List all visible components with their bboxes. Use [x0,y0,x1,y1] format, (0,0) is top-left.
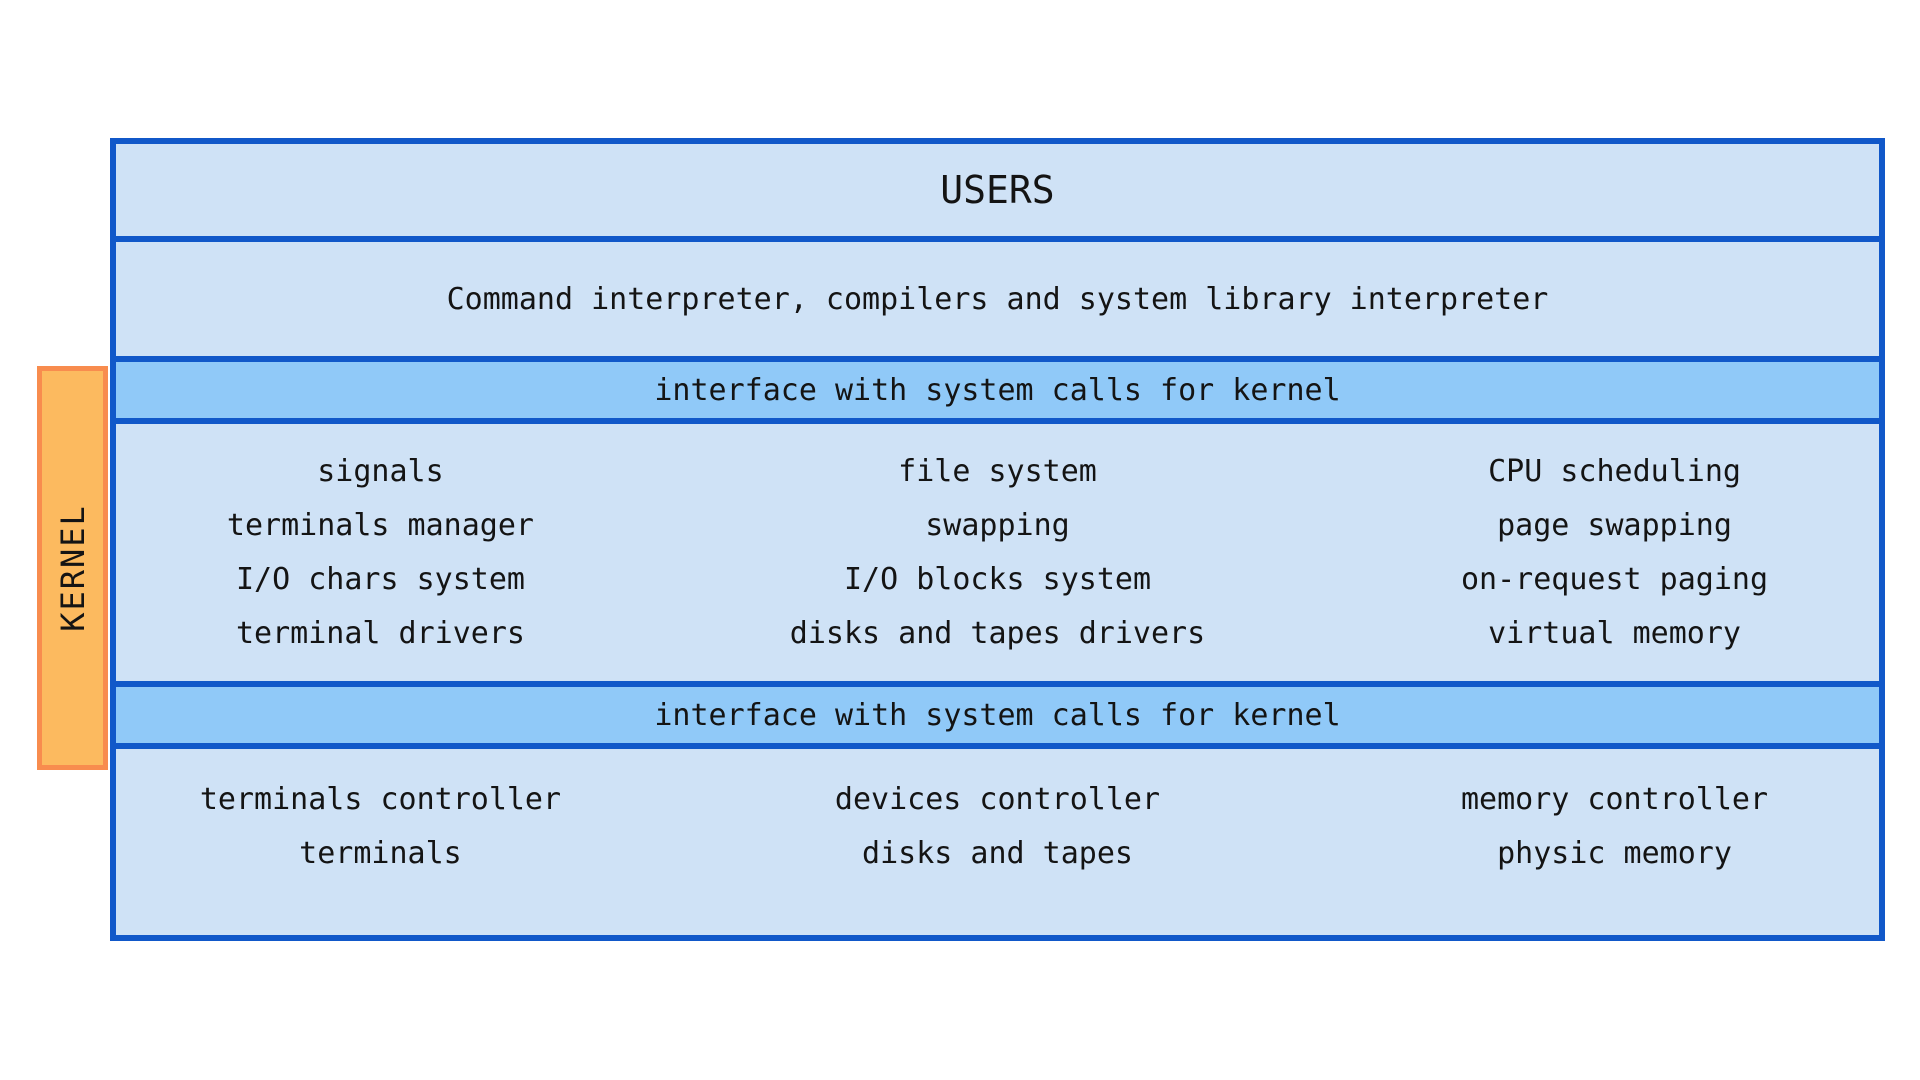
kernel-module: CPU scheduling [1488,453,1741,489]
kernel-module: swapping [925,507,1070,543]
kernel-column-terminals: signals terminals manager I/O chars syst… [116,445,645,661]
kernel-module: on-request paging [1461,561,1769,597]
hardware-item: terminals controller [199,782,562,817]
kernel-module: I/O blocks system [843,561,1151,597]
hardware-item: disks and tapes [862,836,1133,871]
syscall-interface-top-layer: interface with system calls for kernel [116,356,1879,418]
hardware-item: memory controller [1461,782,1769,817]
kernel-side-tab: KERNEL [37,366,108,770]
hardware-column-terminals: terminals controller terminals [116,773,645,881]
kernel-module: signals [317,453,444,489]
kernel-column-cpu-memory: CPU scheduling page swapping on-request … [1350,445,1879,661]
hardware-layer: terminals controller terminals devices c… [116,743,1879,905]
kernel-modules-layer: signals terminals manager I/O chars syst… [116,418,1879,681]
syscall-interface-bottom-layer: interface with system calls for kernel [116,681,1879,743]
hardware-column-memory: memory controller physic memory [1350,773,1879,881]
kernel-module: terminal drivers [235,615,525,651]
users-layer-label: USERS [940,168,1055,212]
syscall-interface-bottom-label: interface with system calls for kernel [654,697,1341,733]
hardware-item: devices controller [834,782,1161,817]
kernel-module: disks and tapes drivers [789,615,1206,651]
kernel-module: I/O chars system [235,561,525,597]
kernel-side-tab-label: KERNEL [53,504,92,632]
kernel-column-filesystem: file system swapping I/O blocks system d… [645,445,1350,661]
hardware-item: terminals [299,836,462,871]
os-layers-box: USERS Command interpreter, compilers and… [110,138,1885,941]
kernel-modules-grid: signals terminals manager I/O chars syst… [116,424,1879,681]
syscall-interface-top-label: interface with system calls for kernel [654,372,1341,408]
hardware-grid: terminals controller terminals devices c… [116,749,1879,905]
command-interpreter-label: Command interpreter, compilers and syste… [446,281,1549,317]
command-interpreter-layer: Command interpreter, compilers and syste… [116,236,1879,356]
kernel-module: file system [898,453,1097,489]
users-layer: USERS [116,144,1879,236]
kernel-module: page swapping [1497,507,1732,543]
kernel-module: terminals manager [226,507,534,543]
hardware-column-devices: devices controller disks and tapes [645,773,1350,881]
hardware-item: physic memory [1497,836,1732,871]
kernel-module: virtual memory [1488,615,1741,651]
